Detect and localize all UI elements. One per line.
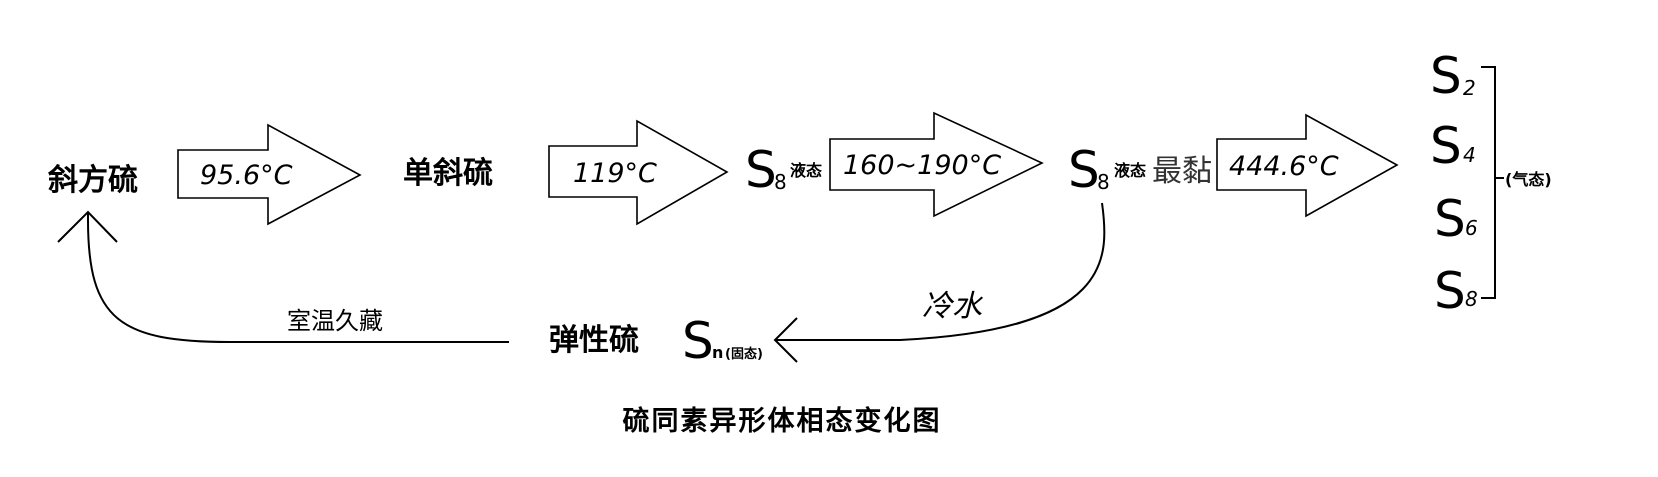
room-temp-label: 室温久藏 xyxy=(287,307,383,335)
cold-water-label: 冷水 xyxy=(922,289,984,324)
s-symbol: S xyxy=(1068,141,1100,199)
subscript-6: 6 xyxy=(1465,216,1478,240)
s-symbol: S xyxy=(1434,190,1466,248)
subscript: n xyxy=(712,343,723,362)
temp-label-2: 119°C xyxy=(573,158,657,189)
monoclinic-sulfur-label: 单斜硫 xyxy=(403,156,493,191)
s-symbol: S xyxy=(745,141,777,199)
figure-caption: 硫同素异形体相态变化图 xyxy=(623,405,942,437)
rhombic-sulfur-label: 斜方硫 xyxy=(48,163,138,198)
viscous-note: 最黏 xyxy=(1152,154,1212,189)
room-temp-curve xyxy=(87,212,509,343)
liquid-s8-species: S 8 液态 xyxy=(745,141,822,199)
gas-state-label: (气态) xyxy=(1505,170,1552,189)
s-symbol: S xyxy=(1430,47,1462,105)
temp-label-1: 95.6°C xyxy=(200,160,293,191)
cold-water-arrowhead xyxy=(773,317,798,363)
state-label: 液态 xyxy=(790,161,822,180)
cold-water-curve xyxy=(776,202,1106,341)
block-arrow-1: 95.6°C xyxy=(177,123,362,226)
gas-species-group: S 2 S 4 S 6 S 8 (气态) xyxy=(1430,47,1552,320)
state-label: (固态) xyxy=(725,346,763,362)
viscous-s8-species: S 8 液态 最黏 xyxy=(1068,141,1212,199)
gas-bracket xyxy=(1481,66,1496,299)
s-symbol: S xyxy=(1434,262,1466,320)
subscript: 8 xyxy=(1097,170,1110,194)
room-temp-arrowhead xyxy=(57,210,118,243)
subscript-2: 2 xyxy=(1463,76,1476,100)
s-symbol: S xyxy=(1430,117,1462,175)
subscript-8: 8 xyxy=(1465,287,1478,311)
temp-label-4: 444.6°C xyxy=(1229,151,1339,182)
block-arrow-4: 444.6°C xyxy=(1216,113,1399,218)
block-arrow-2: 119°C xyxy=(548,119,729,226)
temp-label-3: 160~190°C xyxy=(843,150,1001,181)
block-arrow-3: 160~190°C xyxy=(829,111,1044,218)
subscript: 8 xyxy=(774,170,787,194)
state-label: 液态 xyxy=(1114,161,1146,180)
s-symbol: S xyxy=(682,312,714,370)
solid-sn-species: S n (固态) xyxy=(682,312,763,370)
elastic-sulfur-label: 弹性硫 xyxy=(549,323,639,358)
subscript-4: 4 xyxy=(1463,143,1476,167)
